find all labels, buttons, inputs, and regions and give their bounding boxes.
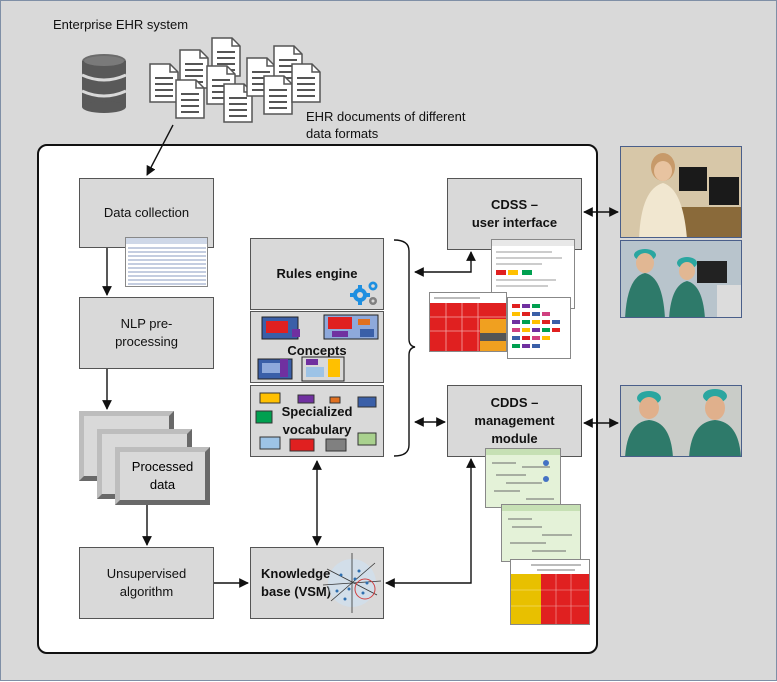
document-icon xyxy=(291,63,321,103)
document-icon xyxy=(175,79,205,119)
cdds-label-line1: CDDS – xyxy=(490,395,539,410)
nlp-preprocessing-box: NLP pre- processing xyxy=(79,297,214,369)
document-icon xyxy=(149,63,179,103)
user-at-computer-photo xyxy=(620,146,742,238)
processed-label-line1: Processed xyxy=(131,459,194,474)
unsupervised-label-line1: Unsupervised xyxy=(106,566,187,581)
cdss-label-line1: CDSS – xyxy=(491,197,538,212)
surgeons-photo xyxy=(620,385,742,457)
document-icon xyxy=(179,49,209,89)
cdds-management-module-box: CDDS – management module xyxy=(447,385,582,457)
cdds-screenshot-2 xyxy=(501,504,581,562)
ehr-documents-caption-line2: data formats xyxy=(306,126,379,141)
cdds-label-line3: module xyxy=(491,431,538,446)
cdss-label-line2: user interface xyxy=(471,215,558,230)
vocabulary-illustration xyxy=(255,392,377,452)
cdss-colored-list-screenshot xyxy=(507,297,571,359)
rules-engine-label: Rules engine xyxy=(276,266,358,281)
concepts-illustration xyxy=(257,314,379,382)
unsupervised-label-line2: algorithm xyxy=(119,584,174,599)
kb-label-line2: base (VSM) xyxy=(261,584,332,599)
vocab-label-line1: Specialized xyxy=(281,404,353,419)
processed-label-line2: data xyxy=(149,477,176,492)
kb-label-line1: Knowledge xyxy=(261,566,331,581)
data-table-thumbnail xyxy=(125,237,208,287)
nlp-label-line2: processing xyxy=(115,334,178,349)
gear-icon xyxy=(350,281,378,305)
ehr-documents-caption-line1: EHR documents of different xyxy=(306,109,466,124)
document-icon xyxy=(263,75,293,115)
clinicians-photo xyxy=(620,240,742,318)
vsm-network-illustration xyxy=(322,553,382,613)
data-collection-box: Data collection xyxy=(79,178,214,248)
cdss-user-interface-box: CDSS – user interface xyxy=(447,178,582,250)
document-icon xyxy=(223,83,253,123)
unsupervised-algorithm-box: Unsupervised algorithm xyxy=(79,547,214,619)
data-collection-label: Data collection xyxy=(103,205,190,220)
nlp-label-line1: NLP pre- xyxy=(120,316,173,331)
cdds-heatmap-screenshot xyxy=(510,559,590,625)
enterprise-ehr-title: Enterprise EHR system xyxy=(53,17,189,32)
cdss-heatmap-screenshot xyxy=(429,292,507,352)
rules-engine-box: Rules engine xyxy=(250,238,384,310)
processed-data-layer: Processed data xyxy=(115,447,210,505)
vocab-label-line2: vocabulary xyxy=(282,422,352,437)
concepts-label: Concepts xyxy=(287,343,347,358)
cdds-screenshot-1 xyxy=(485,448,561,508)
cdds-label-line2: management xyxy=(474,413,555,428)
database-icon xyxy=(81,54,127,113)
